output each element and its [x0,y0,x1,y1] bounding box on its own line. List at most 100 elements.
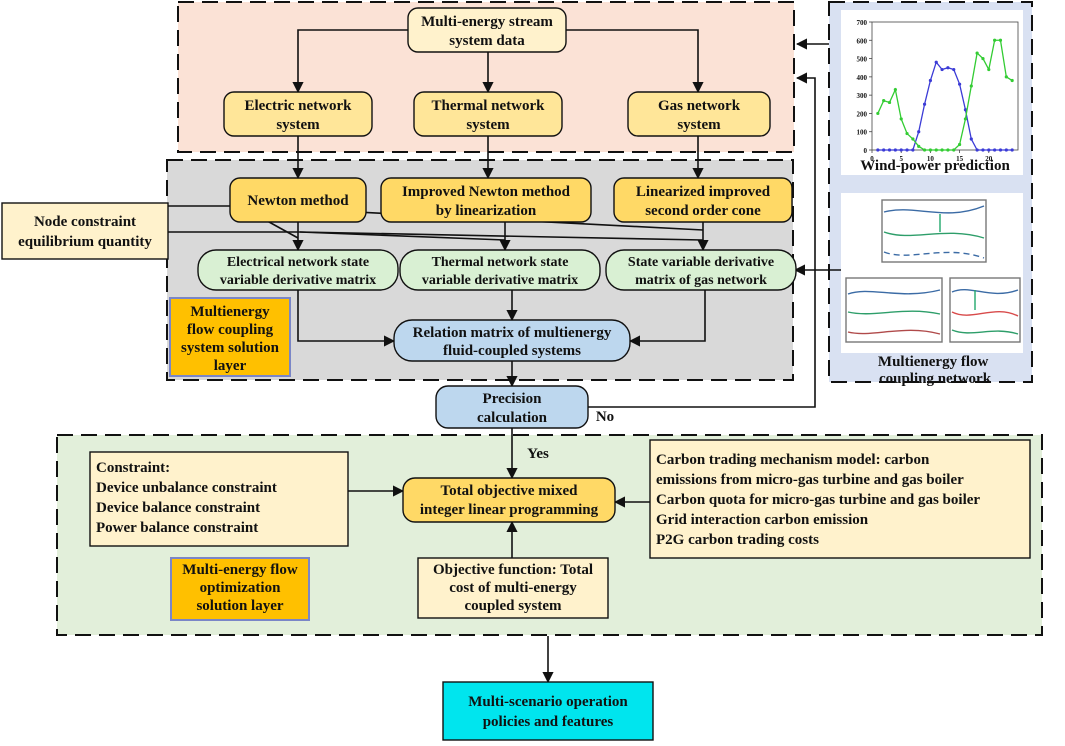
series-2-point [882,99,886,103]
objective-box [417,557,609,619]
gas-network-box [627,91,771,137]
series-2-point [952,148,956,152]
series-2-point [911,137,915,141]
network-illustration-background [841,193,1023,353]
improved-newton-box [380,177,592,223]
y-tick-label: 500 [857,56,868,64]
thermal-state-box [399,249,601,291]
series-2-point [946,148,950,152]
series-1-point [922,102,927,106]
thermal-network-box [413,91,563,137]
milp-box [402,477,616,523]
series-1-point [899,148,903,152]
series-1-point [893,148,897,152]
coupling-layer-label [169,297,291,377]
series-2-point [1004,75,1008,79]
series-2-point [887,100,892,105]
wind-power-chart: 0 100 200 300 400 500 600 700 0 5 10 15 20 [857,19,1019,163]
series-1-point [963,108,968,112]
series-2-point [987,67,991,72]
y-tick-label: 300 [857,92,868,100]
x-tick-label: 0 [870,155,874,163]
series-2-point [963,117,968,121]
carbon-box [649,439,1031,559]
linearized-cone-box [613,177,793,223]
y-tick-label: 100 [857,129,868,137]
series-1-point [946,66,950,70]
series-2-point [876,111,880,116]
series-1-point [905,148,909,152]
series-1-point [993,148,997,152]
series-2-point [958,142,962,147]
series-2-point [934,148,938,152]
series-2-point [993,38,997,42]
electrical-state-box [197,249,399,291]
y-tick-label: 0 [864,147,868,155]
node-constraint-box [1,202,169,260]
series-1-point [952,67,956,72]
series-2-point [928,148,933,152]
y-tick-label: 600 [857,37,868,45]
series-1-point [876,148,880,152]
precision-box [435,385,589,429]
series-1-point [1010,148,1014,152]
no-label: No [596,409,614,425]
y-tick-label: 400 [857,74,868,82]
network-illustration [845,199,1021,343]
series-1-point [882,148,886,152]
series-2-point [917,144,921,148]
x-tick-label: 20 [985,155,993,163]
constraint-box [89,451,349,547]
electric-network-box [223,91,373,137]
x-tick-label: 5 [899,155,903,163]
series-1-point [1004,148,1008,152]
output-box [442,681,654,741]
wind-chart-background [841,10,1023,175]
connectors [168,29,841,684]
series-1-point [940,67,944,72]
series-1-point [928,78,933,83]
series-1-point [917,130,921,134]
y-tick-label: 200 [857,110,868,118]
series-line-2 [877,39,1013,151]
series-1-point [998,148,1003,152]
series-2-point [969,84,973,88]
x-tick-label: 15 [956,155,964,163]
y-tick-label: 700 [857,19,868,27]
series-2-point [899,117,903,121]
series-1-point [934,60,938,64]
series-1-point [958,82,962,86]
series-2-point [940,148,944,152]
wind-caption: Wind-power prediction [860,158,1010,174]
system-data-box [407,7,567,53]
series-1-point [987,148,991,152]
series-2-point [998,38,1003,42]
series-2-point [905,131,909,136]
x-tick-label: 10 [927,155,935,163]
series-1-point [887,148,892,152]
series-1-point [911,148,915,152]
series-2-point [893,88,897,92]
series-2-point [975,51,979,55]
yes-label: Yes [527,446,549,462]
